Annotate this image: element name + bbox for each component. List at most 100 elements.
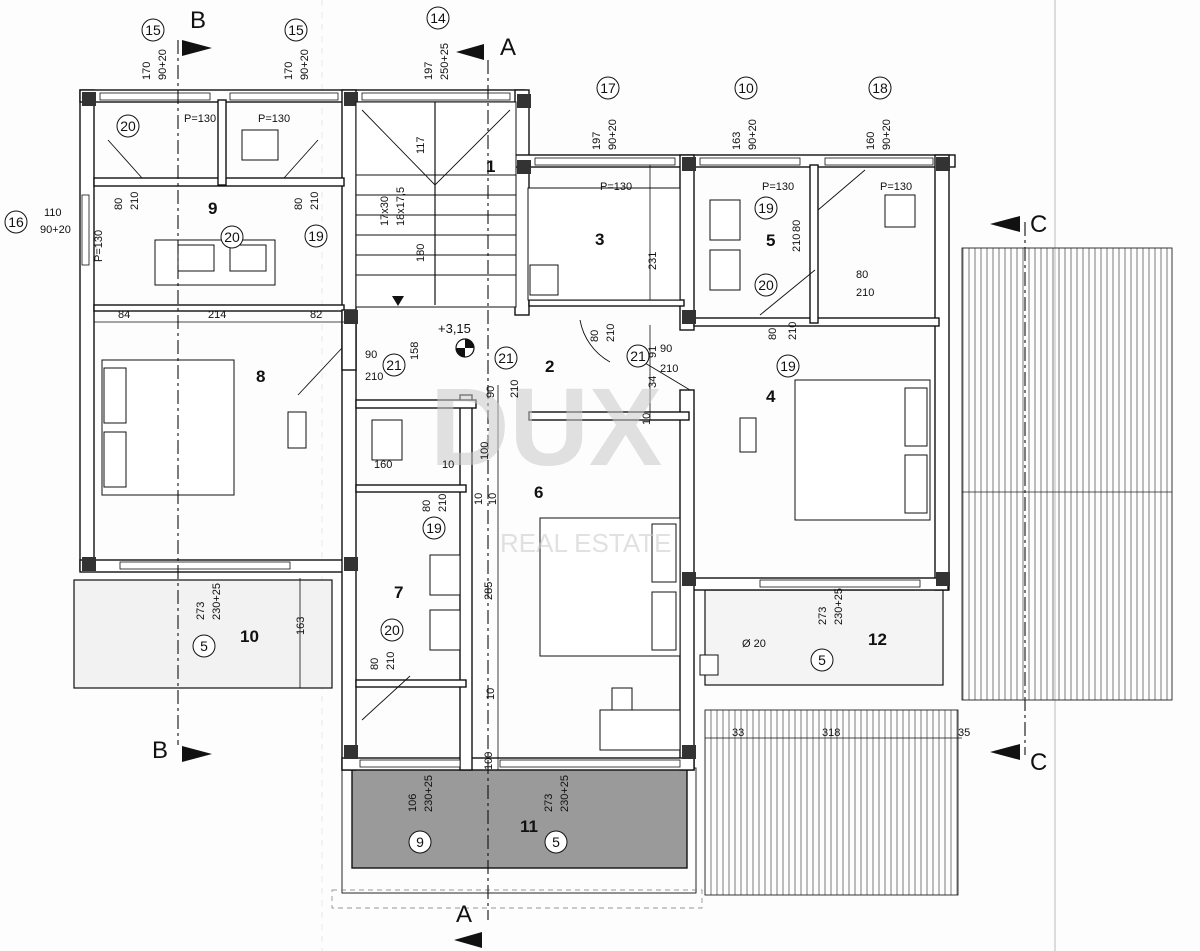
dimension-label: 210 [437, 494, 449, 512]
room-number: 3 [595, 230, 604, 249]
callout-tag-number: 18 [872, 80, 888, 96]
dimension-label: 285 [483, 582, 495, 600]
section-label-c-bottom: C [1030, 749, 1047, 776]
dimension-label: 158 [409, 342, 421, 360]
dimension-label: 10 [473, 493, 485, 505]
dimension-label: 80 [369, 658, 381, 670]
callout-tag: 18 [868, 76, 892, 100]
section-label-a-bottom: A [456, 901, 472, 928]
room-number: 7 [394, 583, 403, 602]
callout-tag: 20 [220, 225, 244, 249]
dimension-label: 197 [423, 62, 435, 80]
roof-hatch-bottom [704, 709, 959, 896]
callout-tag: 5 [544, 830, 568, 854]
room-number: 10 [240, 627, 259, 646]
dimension-label: 170 [283, 62, 295, 80]
callout-tag-number: 21 [630, 348, 646, 364]
dimension-label: 10 [641, 413, 653, 425]
dimension-label: 273 [817, 607, 829, 625]
dimension-label: 90+20 [607, 119, 619, 150]
callout-tag: 20 [380, 618, 404, 642]
room-number: 11 [520, 817, 538, 836]
section-label-a-top: A [500, 34, 516, 61]
callout-tag: 21 [494, 346, 518, 370]
dimension-label: Ø 20 [742, 638, 766, 650]
callout-tag: 19 [754, 196, 778, 220]
dimension-label: 210 [509, 380, 521, 398]
dimension-label: 197 [591, 132, 603, 150]
dimension-label: 163 [295, 617, 307, 635]
callout-tag-number: 10 [738, 80, 754, 96]
dimension-label: 80 [767, 328, 779, 340]
dimension-label: 210 [309, 192, 321, 210]
dimension-label: 210 [385, 652, 397, 670]
callout-tag: 21 [382, 353, 406, 377]
dimension-label: 84 [118, 309, 130, 321]
dimension-label: 273 [195, 602, 207, 620]
dimension-label: 90+20 [157, 49, 169, 80]
callout-tag: 19 [776, 354, 800, 378]
callout-tag-number: 9 [416, 834, 424, 850]
callout-tag-number: 19 [780, 358, 796, 374]
room-number: 1 [486, 157, 495, 176]
dimension-label: 230+25 [423, 775, 435, 812]
furniture [101, 129, 931, 751]
dimension-label: 170 [141, 62, 153, 80]
callout-tag-number: 20 [384, 622, 400, 638]
dimension-label: 210 [787, 322, 799, 340]
watermark-sub: REAL ESTATE [500, 528, 671, 558]
dimension-label: 90+20 [299, 49, 311, 80]
dimension-label: 90+20 [881, 119, 893, 150]
callout-tag: 20 [754, 273, 778, 297]
callout-tag: 15 [284, 18, 308, 42]
dimension-label: 33 [732, 727, 744, 739]
callout-tag-number: 16 [8, 214, 24, 230]
room-number: 2 [545, 357, 554, 376]
dimension-label: 90+20 [747, 119, 759, 150]
dimension-label: 34 [647, 376, 659, 388]
door-swings [107, 139, 866, 721]
dimension-lines [94, 165, 962, 770]
callout-tag: 19 [422, 516, 446, 540]
dimension-label: P=130 [880, 181, 912, 193]
windows [81, 92, 934, 768]
room-number: 8 [256, 367, 265, 386]
dimension-label: 80 [856, 269, 868, 281]
elevation-marker [455, 338, 475, 358]
callout-tag-number: 20 [120, 118, 136, 134]
dimension-label: 80 [113, 198, 125, 210]
callout-tag-number: 15 [288, 22, 304, 38]
callout-tag: 9 [408, 830, 432, 854]
dimension-label: 80 [293, 198, 305, 210]
dimension-label: 10 [485, 688, 497, 700]
dimension-label: 231 [647, 252, 659, 270]
dimension-label: 180 [415, 244, 427, 262]
dimension-label: 210 [660, 363, 678, 375]
dimension-label: 214 [208, 309, 226, 321]
callout-tag: 16 [4, 210, 28, 234]
section-label-b-top: B [190, 7, 206, 34]
columns [82, 92, 950, 759]
callout-tag: 17 [596, 76, 620, 100]
callout-tag: 21 [626, 344, 650, 368]
dimension-label: 82 [310, 309, 322, 321]
dimension-label: 163 [731, 132, 743, 150]
dimension-label: 110 [44, 207, 62, 219]
callout-tag: 5 [810, 648, 834, 672]
room-numbers: 1 2 3 4 5 6 7 8 9 10 11 12 [208, 157, 887, 836]
dimension-label: 106 [407, 794, 419, 812]
dimension-label: 18x17,5 [395, 187, 407, 226]
dimension-label: P=130 [600, 181, 632, 193]
dimension-label: 318 [822, 727, 840, 739]
roof-hatch-right [961, 247, 1173, 701]
dimension-label: 230+25 [833, 588, 845, 625]
dimension-label: P=130 [93, 230, 105, 262]
dimension-label: 100 [479, 442, 491, 460]
dimension-label: 90 [485, 386, 497, 398]
dimension-label: 100 [483, 752, 495, 770]
dimension-label: 210 [856, 287, 874, 299]
watermark-brand: DUX [430, 366, 662, 489]
dimension-label: 90+20 [40, 224, 71, 236]
dimension-label: 90 [660, 343, 672, 355]
